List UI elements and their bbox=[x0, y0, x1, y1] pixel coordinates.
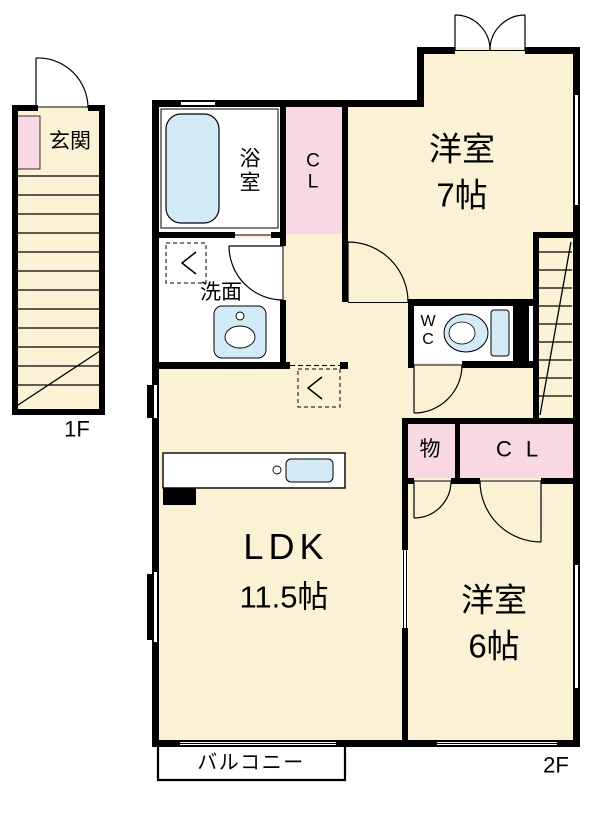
washroom-label: 洗面 bbox=[200, 281, 242, 305]
western6-size: 6帖 bbox=[468, 627, 520, 665]
closet-bottom-label: C L bbox=[495, 436, 543, 462]
walls bbox=[12, 47, 580, 747]
closet-top-label: C L bbox=[306, 150, 320, 193]
wc-label: W C bbox=[420, 313, 436, 348]
ldk-name: LDK bbox=[243, 525, 329, 567]
genkan-label: 玄関 bbox=[49, 130, 91, 154]
bath-label: 浴 室 bbox=[239, 147, 261, 194]
floor1-label: 1F bbox=[64, 416, 90, 442]
floor2-label: 2F bbox=[543, 752, 569, 778]
ldk-size: 11.5帖 bbox=[239, 579, 329, 615]
washer-space-icon bbox=[165, 242, 207, 284]
toilet-icon bbox=[443, 305, 529, 361]
bathtub-icon bbox=[160, 108, 279, 229]
doors bbox=[35, 14, 542, 543]
folding-door-icon bbox=[297, 368, 341, 408]
sink-icon bbox=[213, 305, 267, 359]
western7-name: 洋室 bbox=[429, 130, 495, 168]
balcony-label: バルコニー bbox=[197, 751, 305, 774]
stairs-1f bbox=[14, 175, 104, 408]
western7-size: 7帖 bbox=[436, 176, 488, 214]
western6-name: 洋室 bbox=[461, 581, 527, 619]
windows bbox=[147, 95, 579, 746]
kitchen-counter bbox=[162, 452, 346, 505]
balcony-outline bbox=[156, 747, 347, 782]
storage-label: 物 bbox=[419, 438, 441, 462]
stairs-2f bbox=[539, 241, 572, 416]
